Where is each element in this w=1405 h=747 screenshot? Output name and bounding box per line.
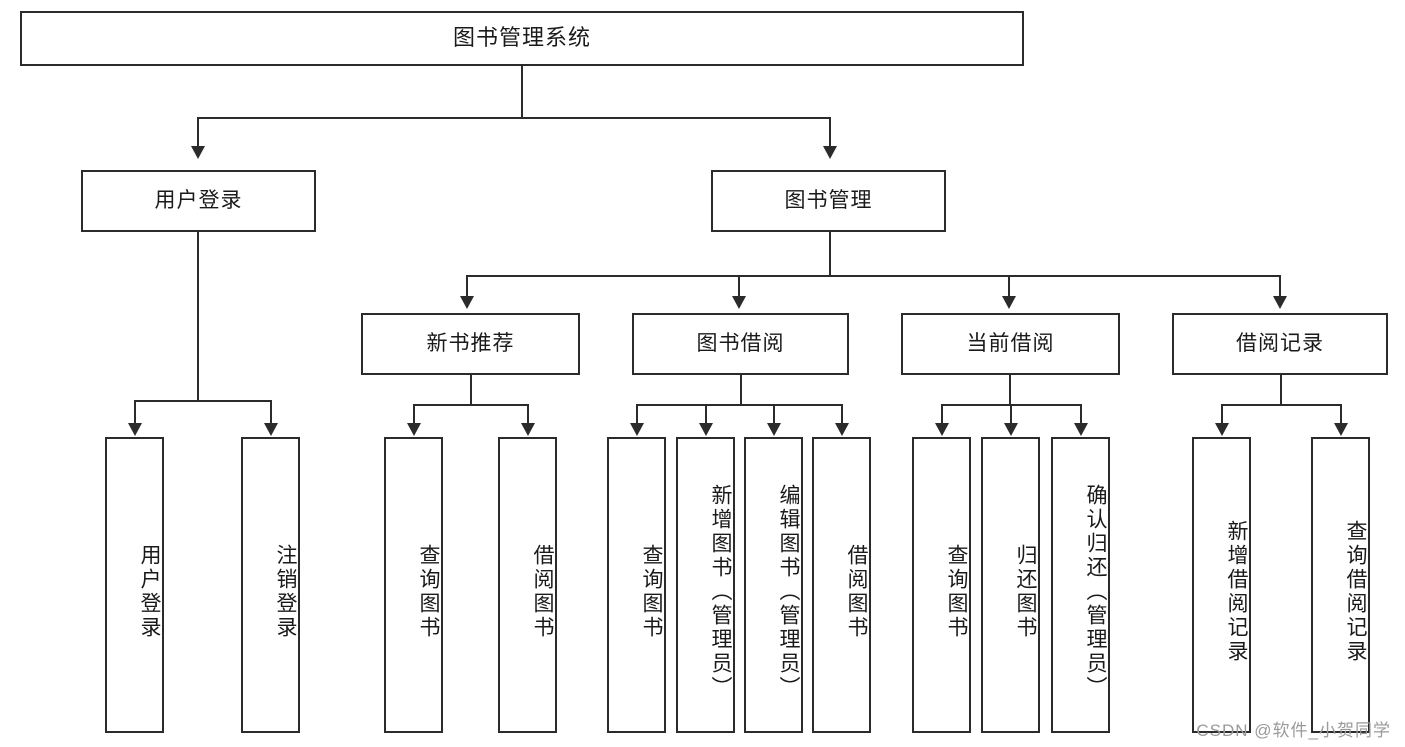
arrow-to-leaf-query-book-cb bbox=[935, 423, 949, 436]
connector-new-book-bus bbox=[413, 404, 528, 406]
leaf-return-book[interactable]: 归还图书 bbox=[981, 437, 1040, 733]
leaf-borrow-book[interactable]: 借阅图书 bbox=[812, 437, 871, 733]
connector-cb-to-leaf-1 bbox=[941, 404, 943, 424]
connector-nb-to-leaf-2 bbox=[527, 404, 529, 424]
leaf-add-book-admin[interactable]: 新增图书（管理员） bbox=[676, 437, 735, 733]
node-user-login[interactable]: 用户登录 bbox=[81, 170, 316, 232]
arrow-to-leaf-return-book bbox=[1004, 423, 1018, 436]
node-label: 新增图书（管理员） bbox=[709, 484, 732, 700]
node-label: 归还图书 bbox=[1014, 544, 1037, 640]
arrow-to-leaf-query-book-bb bbox=[630, 423, 644, 436]
connector-bb-to-leaf-3 bbox=[773, 404, 775, 424]
node-borrow-record[interactable]: 借阅记录 bbox=[1172, 313, 1388, 375]
leaf-user-login[interactable]: 用户登录 bbox=[105, 437, 164, 733]
arrow-to-book-borrow bbox=[732, 296, 746, 309]
connector-bm-to-new-book bbox=[466, 275, 468, 297]
leaf-edit-book-admin[interactable]: 编辑图书（管理员） bbox=[744, 437, 803, 733]
connector-nb-to-leaf-1 bbox=[413, 404, 415, 424]
connector-new-book-stem bbox=[470, 375, 472, 405]
leaf-query-book-borrow[interactable]: 查询图书 bbox=[607, 437, 666, 733]
leaf-add-borrow-record[interactable]: 新增借阅记录 bbox=[1192, 437, 1251, 733]
node-current-borrow[interactable]: 当前借阅 bbox=[901, 313, 1120, 375]
connector-borrow-record-bus bbox=[1221, 404, 1341, 406]
connector-br-to-leaf-1 bbox=[1221, 404, 1223, 424]
connector-root-stem bbox=[521, 66, 523, 118]
connector-book-borrow-bus bbox=[636, 404, 843, 406]
connector-cb-to-leaf-2 bbox=[1010, 404, 1012, 424]
arrow-to-user-login bbox=[191, 146, 205, 159]
node-label: 编辑图书（管理员） bbox=[777, 484, 800, 700]
node-label: 借阅图书 bbox=[531, 544, 554, 640]
arrow-to-leaf-logout-login bbox=[264, 423, 278, 436]
connector-user-login-bus bbox=[134, 400, 271, 402]
connector-book-borrow-stem bbox=[740, 375, 742, 405]
node-label: 查询借阅记录 bbox=[1344, 520, 1367, 664]
node-book-borrow[interactable]: 图书借阅 bbox=[632, 313, 849, 375]
connector-book-management-stem bbox=[829, 232, 831, 276]
arrow-to-leaf-query-record bbox=[1334, 423, 1348, 436]
node-label: 新增借阅记录 bbox=[1225, 520, 1248, 664]
node-label: 查询图书 bbox=[417, 544, 440, 640]
node-label: 图书管理系统 bbox=[452, 25, 591, 51]
connector-user-login-to-leaf-2 bbox=[270, 400, 272, 424]
arrow-to-leaf-confirm-return bbox=[1074, 423, 1088, 436]
connector-user-login-stem bbox=[197, 232, 199, 402]
connector-bm-to-book-borrow bbox=[738, 275, 740, 297]
arrow-to-leaf-user-login bbox=[128, 423, 142, 436]
arrow-to-leaf-borrow-book-bb bbox=[835, 423, 849, 436]
node-label: 借阅图书 bbox=[845, 544, 868, 640]
node-book-management-system[interactable]: 图书管理系统 bbox=[20, 11, 1024, 66]
arrow-to-leaf-edit-book bbox=[767, 423, 781, 436]
node-book-management[interactable]: 图书管理 bbox=[711, 170, 946, 232]
arrow-to-leaf-add-record bbox=[1215, 423, 1229, 436]
connector-bm-to-current-borrow bbox=[1008, 275, 1010, 297]
arrow-to-leaf-query-book-nb bbox=[407, 423, 421, 436]
connector-root-to-book-management bbox=[829, 117, 831, 147]
node-new-book-recommend[interactable]: 新书推荐 bbox=[361, 313, 580, 375]
node-label: 图书借阅 bbox=[696, 332, 785, 356]
connector-root-to-user-login bbox=[197, 117, 199, 147]
leaf-query-book-new-book[interactable]: 查询图书 bbox=[384, 437, 443, 733]
node-label: 用户登录 bbox=[138, 544, 161, 640]
connector-bm-to-borrow-record bbox=[1279, 275, 1281, 297]
connector-bb-to-leaf-2 bbox=[705, 404, 707, 424]
connector-br-to-leaf-2 bbox=[1340, 404, 1342, 424]
node-label: 图书管理 bbox=[784, 189, 873, 213]
node-label: 当前借阅 bbox=[966, 332, 1055, 356]
node-label: 新书推荐 bbox=[426, 332, 515, 356]
connector-user-login-to-leaf-1 bbox=[134, 400, 136, 424]
node-label: 确认归还（管理员） bbox=[1084, 484, 1107, 700]
leaf-query-book-current[interactable]: 查询图书 bbox=[912, 437, 971, 733]
leaf-logout-login[interactable]: 注销登录 bbox=[241, 437, 300, 733]
arrow-to-borrow-record bbox=[1273, 296, 1287, 309]
arrow-to-leaf-borrow-book-nb bbox=[521, 423, 535, 436]
arrow-to-new-book bbox=[460, 296, 474, 309]
node-label: 注销登录 bbox=[274, 544, 297, 640]
connector-borrow-record-stem bbox=[1280, 375, 1282, 405]
connector-cb-to-leaf-3 bbox=[1080, 404, 1082, 424]
arrow-to-book-management bbox=[823, 146, 837, 159]
connector-bb-to-leaf-1 bbox=[636, 404, 638, 424]
node-label: 借阅记录 bbox=[1236, 332, 1324, 356]
leaf-query-borrow-record[interactable]: 查询借阅记录 bbox=[1311, 437, 1370, 733]
connector-current-borrow-stem bbox=[1009, 375, 1011, 405]
connector-book-management-bus bbox=[466, 275, 1280, 277]
leaf-confirm-return-admin[interactable]: 确认归还（管理员） bbox=[1051, 437, 1110, 733]
arrow-to-current-borrow bbox=[1002, 296, 1016, 309]
node-label: 用户登录 bbox=[154, 189, 243, 213]
connector-root-bus bbox=[197, 117, 831, 119]
connector-bb-to-leaf-4 bbox=[841, 404, 843, 424]
arrow-to-leaf-add-book bbox=[699, 423, 713, 436]
leaf-borrow-book-new-book[interactable]: 借阅图书 bbox=[498, 437, 557, 733]
node-label: 查询图书 bbox=[640, 544, 663, 640]
node-label: 查询图书 bbox=[945, 544, 968, 640]
